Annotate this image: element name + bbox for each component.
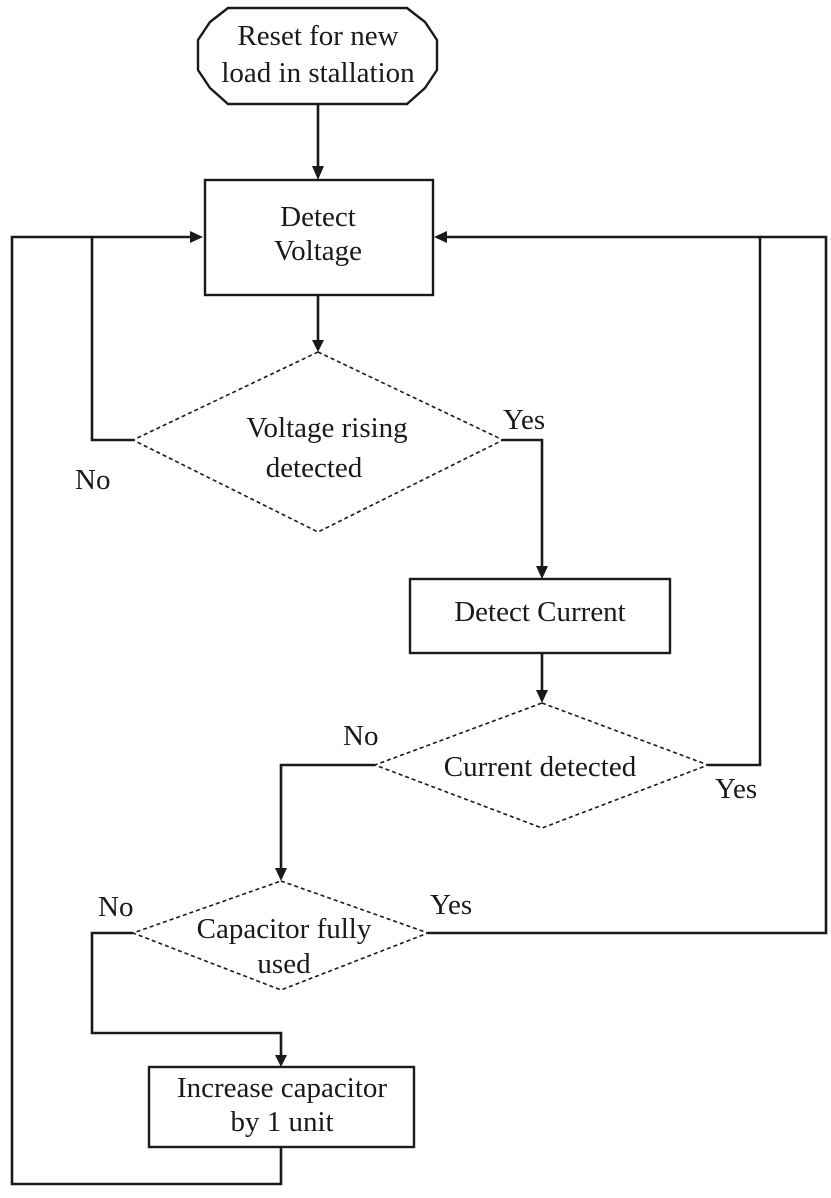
connectors (10, 104, 828, 1186)
current-detected-decision (372, 702, 711, 829)
detect-voltage-line-1: Detect (280, 201, 356, 233)
arrowhead-current-detected (536, 690, 548, 703)
arrowhead-increase-capacitor (275, 1055, 287, 1067)
current-no-label: No (343, 720, 378, 752)
arrowhead-loop-left (190, 231, 203, 243)
node-current-detected: Current detected (372, 702, 711, 829)
start-label-line-1: Reset for new (237, 20, 398, 52)
voltage-rising-line-1: Voltage rising (246, 412, 407, 444)
arrowhead-voltage-rising (312, 340, 324, 352)
voltage-no-label: No (75, 464, 110, 496)
arrowhead-loop-right (434, 231, 447, 243)
node-capacitor-used: Capacitor fully used (130, 880, 431, 991)
edge-current-detected-yes-loop (440, 235, 762, 767)
detect-current-box (408, 577, 672, 655)
edge-capacitor-no (90, 931, 283, 1061)
edge-voltage-rising-no-loop (90, 235, 197, 442)
capacitor-used-line-1: Capacitor fully (197, 913, 372, 945)
edge-increase-loop-back (10, 235, 283, 1186)
detect-voltage-line-2: Voltage (274, 235, 362, 267)
edge-voltage-rising-yes (503, 438, 544, 572)
arrowhead-capacitor-used (275, 868, 287, 881)
edge-current-detected-no (279, 763, 375, 874)
node-increase-capacitor: Increase capacitor by 1 unit (147, 1065, 416, 1149)
detect-voltage-box (203, 178, 435, 297)
increase-capacitor-line-2: by 1 unit (230, 1106, 333, 1138)
increase-capacitor-line-1: Increase capacitor (177, 1072, 387, 1104)
voltage-rising-line-2: detected (266, 452, 363, 484)
arrowhead-detect-voltage (312, 166, 324, 180)
capacitor-used-line-2: used (257, 948, 311, 980)
capacitor-no-label: No (98, 891, 133, 923)
increase-capacitor-box (147, 1065, 416, 1149)
detect-current-line-1: Detect Current (454, 596, 626, 628)
node-start: Reset for new load in stallation (196, 6, 439, 106)
edge-capacitor-yes-loop (428, 235, 828, 935)
voltage-rising-decision (131, 351, 505, 533)
node-detect-voltage: Detect Voltage (203, 178, 435, 297)
node-detect-current: Detect Current (408, 577, 672, 655)
node-voltage-rising: Voltage rising detected (131, 351, 505, 533)
start-terminal (196, 6, 439, 106)
arrowhead-detect-current (536, 566, 548, 579)
capacitor-used-decision (130, 880, 431, 991)
capacitor-yes-label: Yes (430, 889, 472, 921)
edge-labels: No Yes No Yes No Yes (75, 404, 757, 923)
current-yes-label: Yes (715, 773, 757, 805)
start-label-line-2: load in stallation (221, 57, 415, 89)
voltage-yes-label: Yes (503, 404, 545, 436)
current-detected-line-1: Current detected (444, 751, 637, 783)
